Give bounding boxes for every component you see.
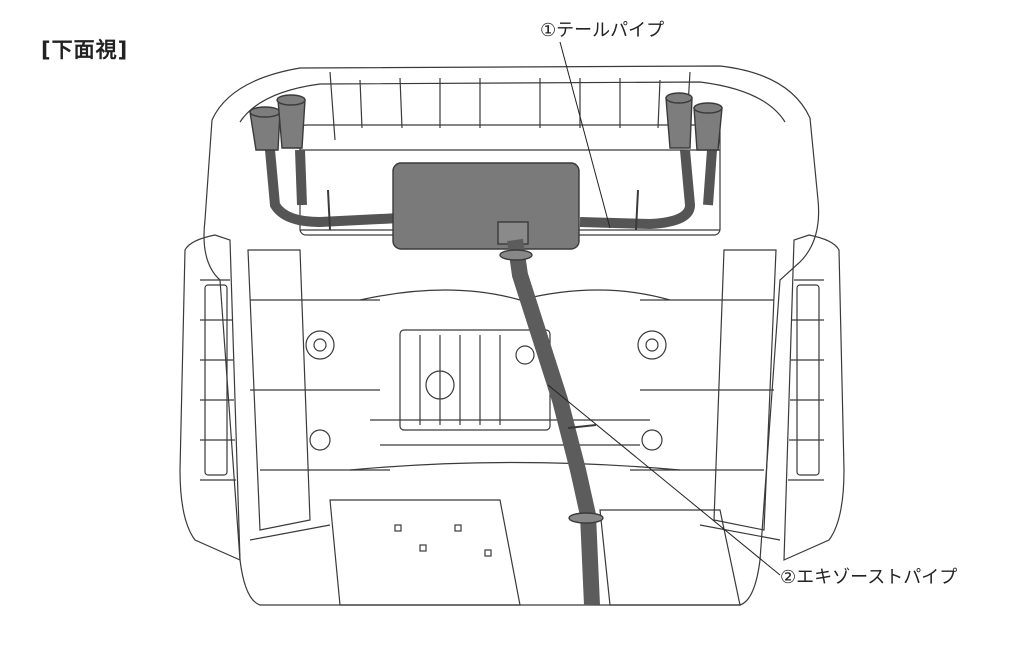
leader-line-tail-pipe <box>559 41 611 229</box>
callout-exhaust-pipe: ②エキゾーストパイプ <box>780 567 958 588</box>
floor-panel <box>329 499 521 606</box>
exhaust-pipe <box>507 238 600 606</box>
tail-pipe-outlets-left <box>249 94 306 151</box>
right-body-side <box>783 234 845 561</box>
left-body-side <box>179 234 241 561</box>
rear-bumper-outline <box>203 65 820 606</box>
muffler <box>392 162 580 250</box>
fuel-tank-area <box>399 329 551 431</box>
leader-line-exhaust-pipe <box>547 384 781 576</box>
tail-pipe-left <box>265 149 401 228</box>
right-mount <box>637 330 667 360</box>
callout-tail-pipe: ①テールパイプ <box>540 20 665 41</box>
left-mount <box>305 330 335 360</box>
view-label: [下面視] <box>41 38 129 62</box>
exhaust-flange-lower <box>568 512 604 524</box>
tail-pipe-right <box>579 149 696 230</box>
tail-pipe-outlets-right <box>665 92 723 151</box>
exhaust-flange-upper <box>499 249 533 261</box>
